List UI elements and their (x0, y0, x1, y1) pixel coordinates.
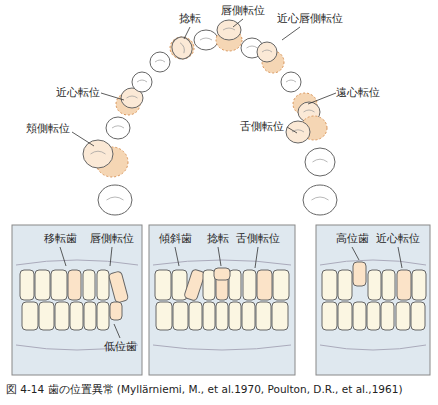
tooth (155, 270, 171, 300)
tooth (281, 72, 301, 92)
tooth (229, 270, 241, 300)
tooth (256, 302, 271, 330)
tooth (68, 270, 81, 300)
leader-line (255, 247, 258, 268)
tooth (184, 269, 206, 302)
tooth (194, 30, 218, 50)
tooth (272, 302, 288, 330)
tooth (303, 185, 337, 215)
tooth (20, 270, 34, 300)
leader-line (233, 19, 243, 27)
tooth (83, 140, 113, 168)
gum-line (320, 260, 426, 265)
part-label: 近心転位 (376, 232, 420, 246)
tooth (368, 270, 381, 300)
tooth (150, 52, 170, 72)
tooth (396, 302, 410, 330)
dental-arch (83, 20, 337, 215)
part-label: 傾斜歯 (159, 232, 192, 246)
gum-line (153, 345, 291, 350)
part-label: 捻転 (207, 232, 229, 246)
tooth (39, 302, 54, 330)
part-label: 唇側転位 (90, 232, 134, 246)
panel (12, 225, 142, 375)
leader-line (110, 247, 112, 266)
leader-line (60, 247, 66, 266)
part-label: 低位歯 (104, 340, 137, 354)
tooth (51, 270, 67, 300)
part-label: 移転歯 (44, 232, 77, 246)
tooth (97, 270, 109, 300)
leader-line (352, 247, 359, 260)
tooth (214, 268, 230, 280)
tooth (70, 302, 83, 330)
leader-line (398, 247, 402, 268)
part-label: 高位歯 (336, 232, 369, 246)
tooth (189, 302, 202, 330)
tooth (203, 270, 215, 300)
tooth (286, 121, 310, 143)
tooth (381, 302, 394, 330)
tooth (22, 302, 38, 330)
leader-line (218, 247, 221, 266)
tooth (353, 302, 366, 330)
tooth (203, 302, 215, 330)
tooth (353, 262, 366, 286)
leader-line (175, 247, 179, 266)
tooth (35, 270, 50, 300)
tooth (83, 270, 95, 300)
tooth (173, 302, 188, 330)
tooth (132, 72, 152, 92)
tooth (97, 302, 109, 330)
tooth (257, 270, 272, 300)
lateral-views (12, 225, 430, 375)
leader-line (114, 324, 120, 338)
panel (316, 225, 430, 375)
tooth (84, 302, 96, 330)
part-label: 舌側転位 (236, 232, 280, 246)
tooth (55, 302, 69, 330)
tooth (156, 302, 172, 330)
tooth (216, 302, 228, 330)
tooth (106, 117, 130, 139)
tooth (110, 302, 122, 320)
part-label: 近心転位 (56, 86, 100, 100)
tooth (382, 270, 395, 300)
tooth (397, 270, 411, 300)
leader-line (101, 93, 124, 100)
figure-caption: 図 4-14 歯の位置異常 (Myllärniemi, M., et al.19… (6, 383, 402, 397)
tooth (338, 270, 352, 300)
tooth (108, 271, 128, 303)
tooth (412, 270, 426, 300)
tooth (229, 302, 241, 330)
tooth (411, 302, 425, 330)
tooth (257, 42, 277, 62)
tooth (367, 302, 380, 330)
tooth (242, 302, 255, 330)
leader-line (282, 27, 300, 40)
part-label: 捻転 (179, 12, 201, 26)
tooth (322, 270, 337, 300)
leader-line (184, 27, 190, 39)
part-label: 唇側転位 (221, 4, 265, 18)
part-label: 近心唇側転位 (277, 12, 343, 26)
gum-line (16, 260, 138, 265)
tooth (169, 34, 195, 62)
gum-line (153, 260, 291, 265)
tooth (243, 270, 256, 300)
leader-line (308, 93, 336, 104)
part-label: 遠心転位 (336, 86, 380, 100)
tooth (98, 185, 132, 215)
gum-line (320, 345, 426, 350)
tooth (338, 302, 352, 330)
leader-line (287, 127, 297, 133)
part-label: 頬側転位 (26, 122, 70, 136)
part-label: 舌側転位 (240, 120, 284, 134)
tooth (322, 302, 337, 330)
tooth (305, 148, 335, 176)
leader-line (72, 132, 94, 146)
tooth (273, 270, 289, 300)
panel (149, 225, 295, 375)
